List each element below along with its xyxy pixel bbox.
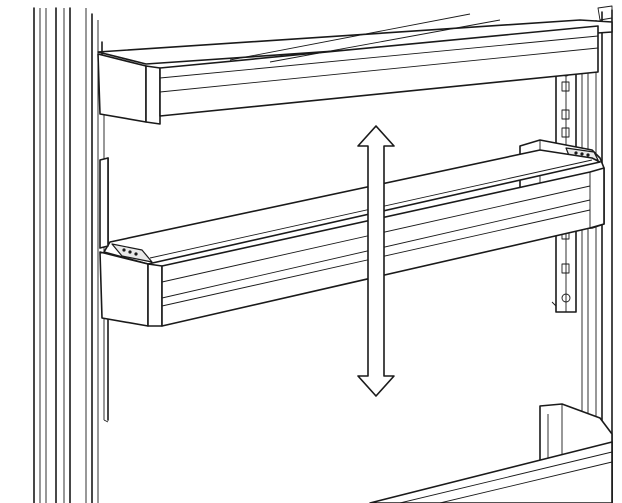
double-headed-vertical-arrow-icon	[357, 125, 395, 397]
left-rail-bracket	[99, 157, 109, 249]
door-frame-left	[33, 7, 99, 503]
bottom-shelf	[369, 403, 613, 503]
top-shelf	[97, 13, 613, 125]
middle-shelf	[99, 139, 605, 327]
